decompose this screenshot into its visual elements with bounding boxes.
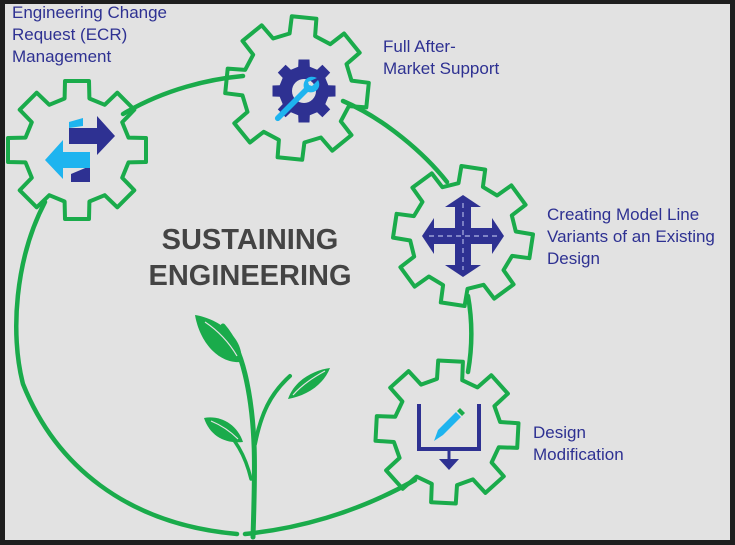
ring-arc-ecr-to-support <box>120 73 246 117</box>
swap-arrows-icon <box>45 116 115 182</box>
label-line: Design <box>547 249 600 268</box>
label-model-line-variants: Creating Model Line Variants of an Exist… <box>547 204 715 270</box>
label-line: Management <box>12 47 112 66</box>
ring-arc-modification-to-plant <box>242 477 418 537</box>
label-line: Modification <box>533 445 624 464</box>
label-line: Variants of an Existing <box>547 227 715 246</box>
label-after-market-support: Full After- Market Support <box>383 36 499 80</box>
center-title: SUSTAINING ENGINEERING <box>140 222 360 294</box>
plant-icon <box>195 315 330 540</box>
label-line: Full After- <box>383 37 456 56</box>
diagram-graphics <box>6 14 535 540</box>
label-line: Creating Model Line <box>547 205 700 224</box>
diagram-canvas: SUSTAINING ENGINEERING Engineering Chang… <box>5 4 730 540</box>
gear-outline-support <box>223 14 371 162</box>
label-ecr-management: Engineering Change Request (ECR) Managem… <box>12 4 167 68</box>
four-way-arrows-icon <box>422 195 504 277</box>
label-line: Market Support <box>383 59 500 78</box>
label-line: Request (ECR) <box>12 25 128 44</box>
gear-outline-ecr <box>6 79 148 221</box>
ring-arc-variants-to-modification <box>465 293 474 375</box>
gear-outline-variants <box>391 164 535 308</box>
label-line: Design <box>533 423 586 442</box>
gear-outline-modification <box>373 358 521 506</box>
cycle-ring <box>14 73 474 537</box>
label-design-modification: Design Modification <box>533 422 624 466</box>
ring-arc-plant-to-ecr <box>14 199 240 537</box>
label-line: Engineering Change <box>12 4 168 22</box>
ring-arc-support-to-variants <box>340 98 450 185</box>
title-line-1: SUSTAINING <box>161 224 339 256</box>
pencil-download-icon <box>417 404 481 470</box>
title-line-2: ENGINEERING <box>148 260 352 292</box>
gear-wrench-icon <box>272 59 336 123</box>
